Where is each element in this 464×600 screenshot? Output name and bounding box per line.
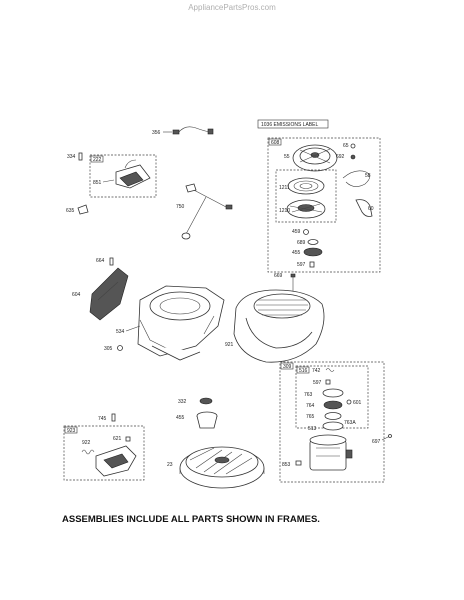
- label-923: 923: [67, 428, 76, 434]
- label-621: 621: [113, 436, 122, 442]
- label-597-a: 597: [297, 262, 306, 268]
- label-534: 534: [116, 329, 125, 335]
- label-1210: 1210: [279, 208, 290, 214]
- label-692: 692: [336, 154, 345, 160]
- label-745: 745: [98, 416, 107, 422]
- label-332: 332: [178, 399, 187, 405]
- label-513: 513: [308, 426, 317, 432]
- label-334: 334: [67, 154, 76, 160]
- label-455-b: 455: [176, 415, 185, 421]
- label-222: 222: [93, 157, 102, 163]
- label-608: 608: [271, 140, 280, 146]
- label-55: 55: [284, 154, 290, 160]
- flywheel-23: 23: [167, 446, 265, 489]
- label-697: 697: [372, 439, 381, 445]
- label-601: 601: [353, 400, 362, 406]
- part-697: 697: [372, 434, 392, 445]
- label-765: 765: [306, 414, 315, 420]
- label-669: 669: [274, 273, 283, 279]
- air-guide-604: 604: [72, 267, 129, 321]
- label-60: 60: [368, 206, 374, 212]
- assemblies-footnote: ASSEMBLIES INCLUDE ALL PARTS SHOWN IN FR…: [62, 514, 320, 525]
- label-851: 851: [93, 180, 102, 186]
- label-65: 65: [343, 143, 349, 149]
- label-516: 516: [299, 368, 308, 374]
- label-763a: 763A: [344, 420, 356, 426]
- blower-housing-534: 534: [116, 285, 225, 361]
- frame-923: 923 621 922: [63, 425, 145, 481]
- part-305: 305: [104, 345, 123, 352]
- part-455-cup: 455: [176, 411, 218, 429]
- label-356: 356: [152, 130, 161, 136]
- frame-309: 309 516 742 597 763 601 764 765 763A 513…: [279, 361, 385, 483]
- label-742: 742: [312, 368, 321, 374]
- label-58: 58: [365, 173, 371, 179]
- wire-harness-356: 356: [152, 126, 214, 136]
- label-763: 763: [304, 392, 313, 398]
- part-334: 334: [67, 152, 83, 161]
- label-664: 664: [96, 258, 105, 264]
- label-750: 750: [176, 204, 185, 210]
- part-635: 635: [66, 204, 89, 215]
- label-635: 635: [66, 208, 75, 214]
- frame-222: 222 851: [89, 154, 157, 198]
- part-332: 332: [178, 397, 213, 405]
- part-664: 664: [96, 257, 114, 266]
- label-459: 459: [292, 229, 301, 235]
- label-1211: 1211: [279, 185, 290, 191]
- blower-guard-921: 921: [225, 289, 325, 363]
- label-1036-emissions: 1036 EMISSIONS LABEL: [261, 122, 318, 128]
- label-604: 604: [72, 292, 81, 298]
- label-305: 305: [104, 346, 113, 352]
- label-853: 853: [282, 462, 291, 468]
- watermark: AppliancePartsPros.com: [188, 3, 276, 12]
- label-309: 309: [283, 364, 292, 370]
- label-764: 764: [306, 403, 315, 409]
- label-23: 23: [167, 462, 173, 468]
- dipstick-750: 750: [176, 183, 233, 240]
- label-921: 921: [225, 342, 234, 348]
- label-922: 922: [82, 440, 91, 446]
- frame-608: 1036 EMISSIONS LABEL 608 55 65 692 58 12…: [257, 119, 381, 273]
- label-689: 689: [297, 240, 306, 246]
- label-597-b: 597: [313, 380, 322, 386]
- part-745: 745: [98, 413, 116, 422]
- label-455-a: 455: [292, 250, 301, 256]
